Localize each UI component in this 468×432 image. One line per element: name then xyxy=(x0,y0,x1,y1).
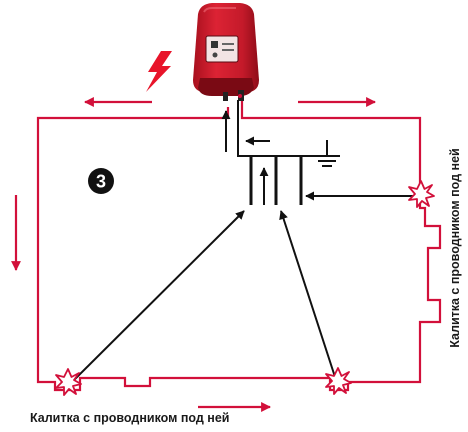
fence-wire xyxy=(36,98,442,392)
gate-label-side: Калитка с проводником под ней xyxy=(448,148,462,348)
spark-icon-left-gate xyxy=(55,368,82,396)
earth-system xyxy=(237,100,340,205)
lightning-icon xyxy=(146,51,172,92)
spark-icon-side-gate xyxy=(408,180,435,208)
return-arrow-from-left-gate xyxy=(68,210,245,386)
spark-icon-bottom-gate xyxy=(325,367,352,395)
return-arrow-from-bottom-gate xyxy=(279,210,337,381)
gate-label-bottom: Калитка с проводником под ней xyxy=(30,411,230,425)
energizer-device xyxy=(193,3,259,101)
step-number: 3 xyxy=(96,172,106,192)
step-badge xyxy=(88,168,114,194)
